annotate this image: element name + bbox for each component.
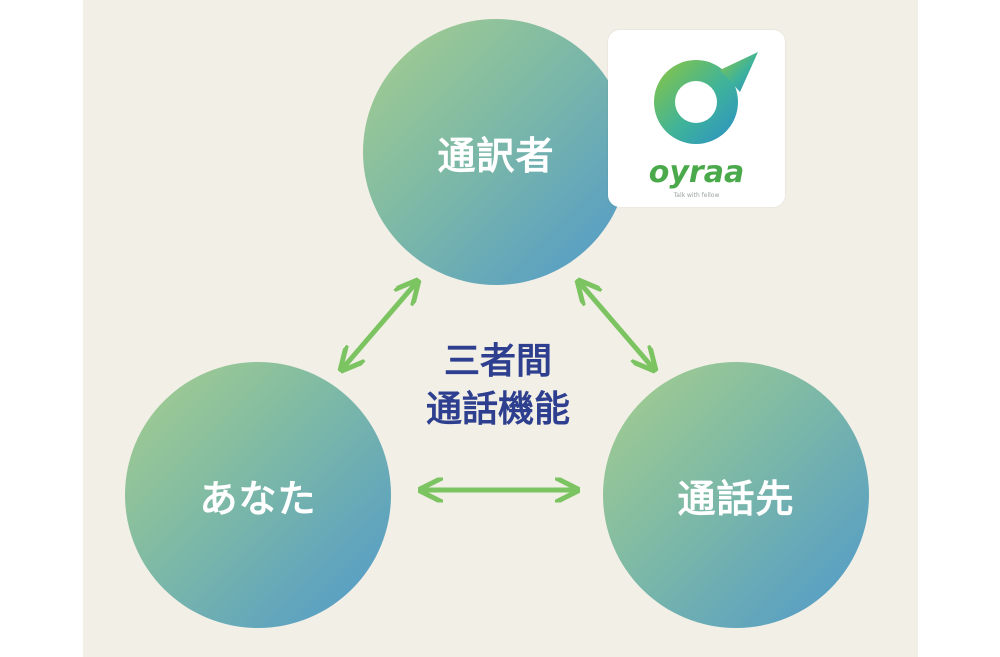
logo-wordmark: oyraa [648,155,745,190]
node-callee: 通話先 [603,362,869,628]
connection-arrows [83,0,918,657]
node-you-label: あなた [199,476,317,521]
speech-bubble-icon [654,52,758,144]
arrow-interpreter-callee [580,283,653,368]
center-title: 三者間 通話機能 [373,338,623,434]
logo-tagline: Talk with fellow [673,192,720,199]
node-callee-label: 通話先 [677,476,795,521]
arrow-interpreter-you [343,283,416,368]
node-interpreter-label: 通訳者 [437,133,555,178]
center-title-line-2: 通話機能 [425,389,570,430]
center-title-line-1: 三者間 [443,341,552,382]
oyraa-logo: oyraa Talk with fellow [608,30,785,207]
node-you: あなた [125,362,391,628]
node-interpreter: 通訳者 [363,19,629,285]
diagram-canvas: 通訳者 あなた 通話先 三者間 通話機能 oyraa Talk with fel… [83,0,918,657]
